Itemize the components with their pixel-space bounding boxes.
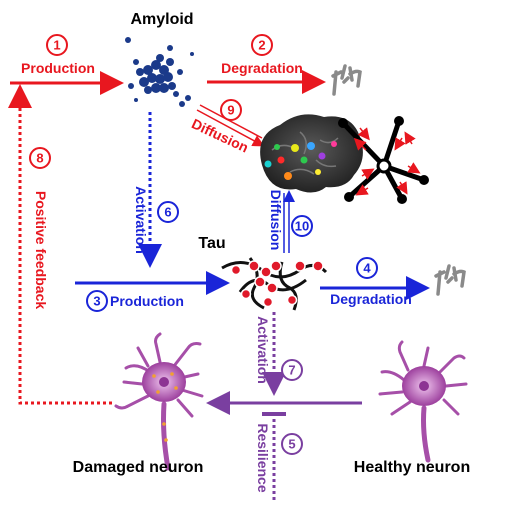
tau-aggregate-icon — [221, 257, 328, 311]
svg-text:1: 1 — [53, 38, 60, 53]
svg-text:3: 3 — [93, 294, 100, 309]
tau-production-label: Production — [110, 293, 184, 309]
positive-feedback-label: Positive feedback — [33, 191, 49, 309]
svg-text:7: 7 — [288, 363, 295, 378]
amyloid-diffusion-label: Diffusion — [189, 115, 251, 155]
step-badge-1: 1 — [46, 34, 68, 56]
step-badge-5: 5 — [281, 433, 303, 455]
svg-text:5: 5 — [288, 437, 295, 452]
healthy-neuron-label: Healthy neuron — [354, 459, 470, 476]
svg-text:8: 8 — [36, 151, 43, 166]
damaged-neuron-label: Damaged neuron — [73, 459, 204, 476]
step-badge-3: 3 — [86, 290, 108, 312]
step-badge-7: 7 — [281, 359, 303, 381]
tau-degradation-label: Degradation — [330, 291, 412, 307]
svg-text:4: 4 — [363, 261, 371, 276]
tau-diffusion-label: Diffusion — [268, 190, 284, 251]
svg-text:10: 10 — [295, 219, 309, 234]
step-badge-4: 4 — [356, 257, 378, 279]
amyloid-fragments-icon — [331, 64, 362, 96]
brain-icon — [260, 114, 363, 193]
amyloid-cluster-icon — [125, 37, 194, 107]
amyloid-label: Amyloid — [130, 11, 193, 28]
amyloid-activation-label: Activation — [133, 186, 149, 254]
step-badge-9: 9 — [220, 99, 242, 121]
tau-fragments-icon — [434, 264, 466, 296]
network-graph-icon — [338, 116, 429, 204]
healthy-neuron-icon — [378, 340, 468, 463]
positive-feedback-arrow — [7, 84, 112, 405]
tau-label: Tau — [198, 235, 225, 252]
svg-text:6: 6 — [164, 205, 171, 220]
damaged-neuron-icon — [114, 332, 204, 471]
step-badge-2: 2 — [251, 34, 273, 56]
tau-activation-label: Activation — [255, 316, 271, 384]
amyloid-production-label: Production — [21, 60, 95, 76]
resilience-label: Resilience — [255, 423, 271, 492]
svg-text:2: 2 — [258, 38, 265, 53]
step-badge-8: 8 — [29, 147, 51, 169]
amyloid-diffusion-arrow — [196, 109, 265, 147]
amyloid-diffusion-line-a — [199, 104, 263, 139]
amyloid-degradation-label: Degradation — [221, 60, 303, 76]
svg-text:9: 9 — [227, 103, 234, 118]
step-badge-6: 6 — [157, 201, 179, 223]
step-badge-10: 10 — [291, 215, 313, 237]
